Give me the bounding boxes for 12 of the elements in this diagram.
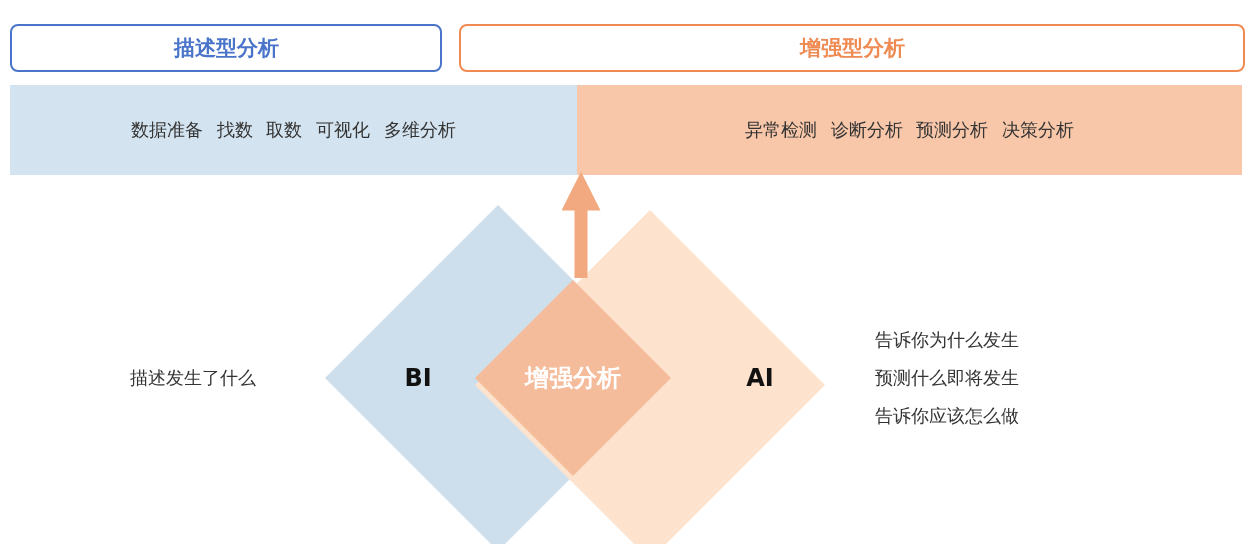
category-band: 数据准备 找数 取数 可视化 多维分析 bbox=[10, 85, 577, 175]
diamond-label: AI bbox=[746, 364, 774, 392]
diamond-label: 增强分析 bbox=[525, 363, 621, 394]
heading-box: 增强型分析 bbox=[459, 24, 1245, 72]
side-note: 预测什么即将发生 bbox=[875, 366, 1019, 390]
heading-box: 描述型分析 bbox=[10, 24, 442, 72]
diamond-label: BI bbox=[404, 364, 432, 392]
side-note: 告诉你应该怎么做 bbox=[875, 404, 1019, 428]
side-note: 描述发生了什么 bbox=[130, 366, 256, 390]
category-band: 异常检测 诊断分析 预测分析 决策分析 bbox=[577, 85, 1242, 175]
side-note: 告诉你为什么发生 bbox=[875, 328, 1019, 352]
arrow bbox=[561, 171, 601, 278]
